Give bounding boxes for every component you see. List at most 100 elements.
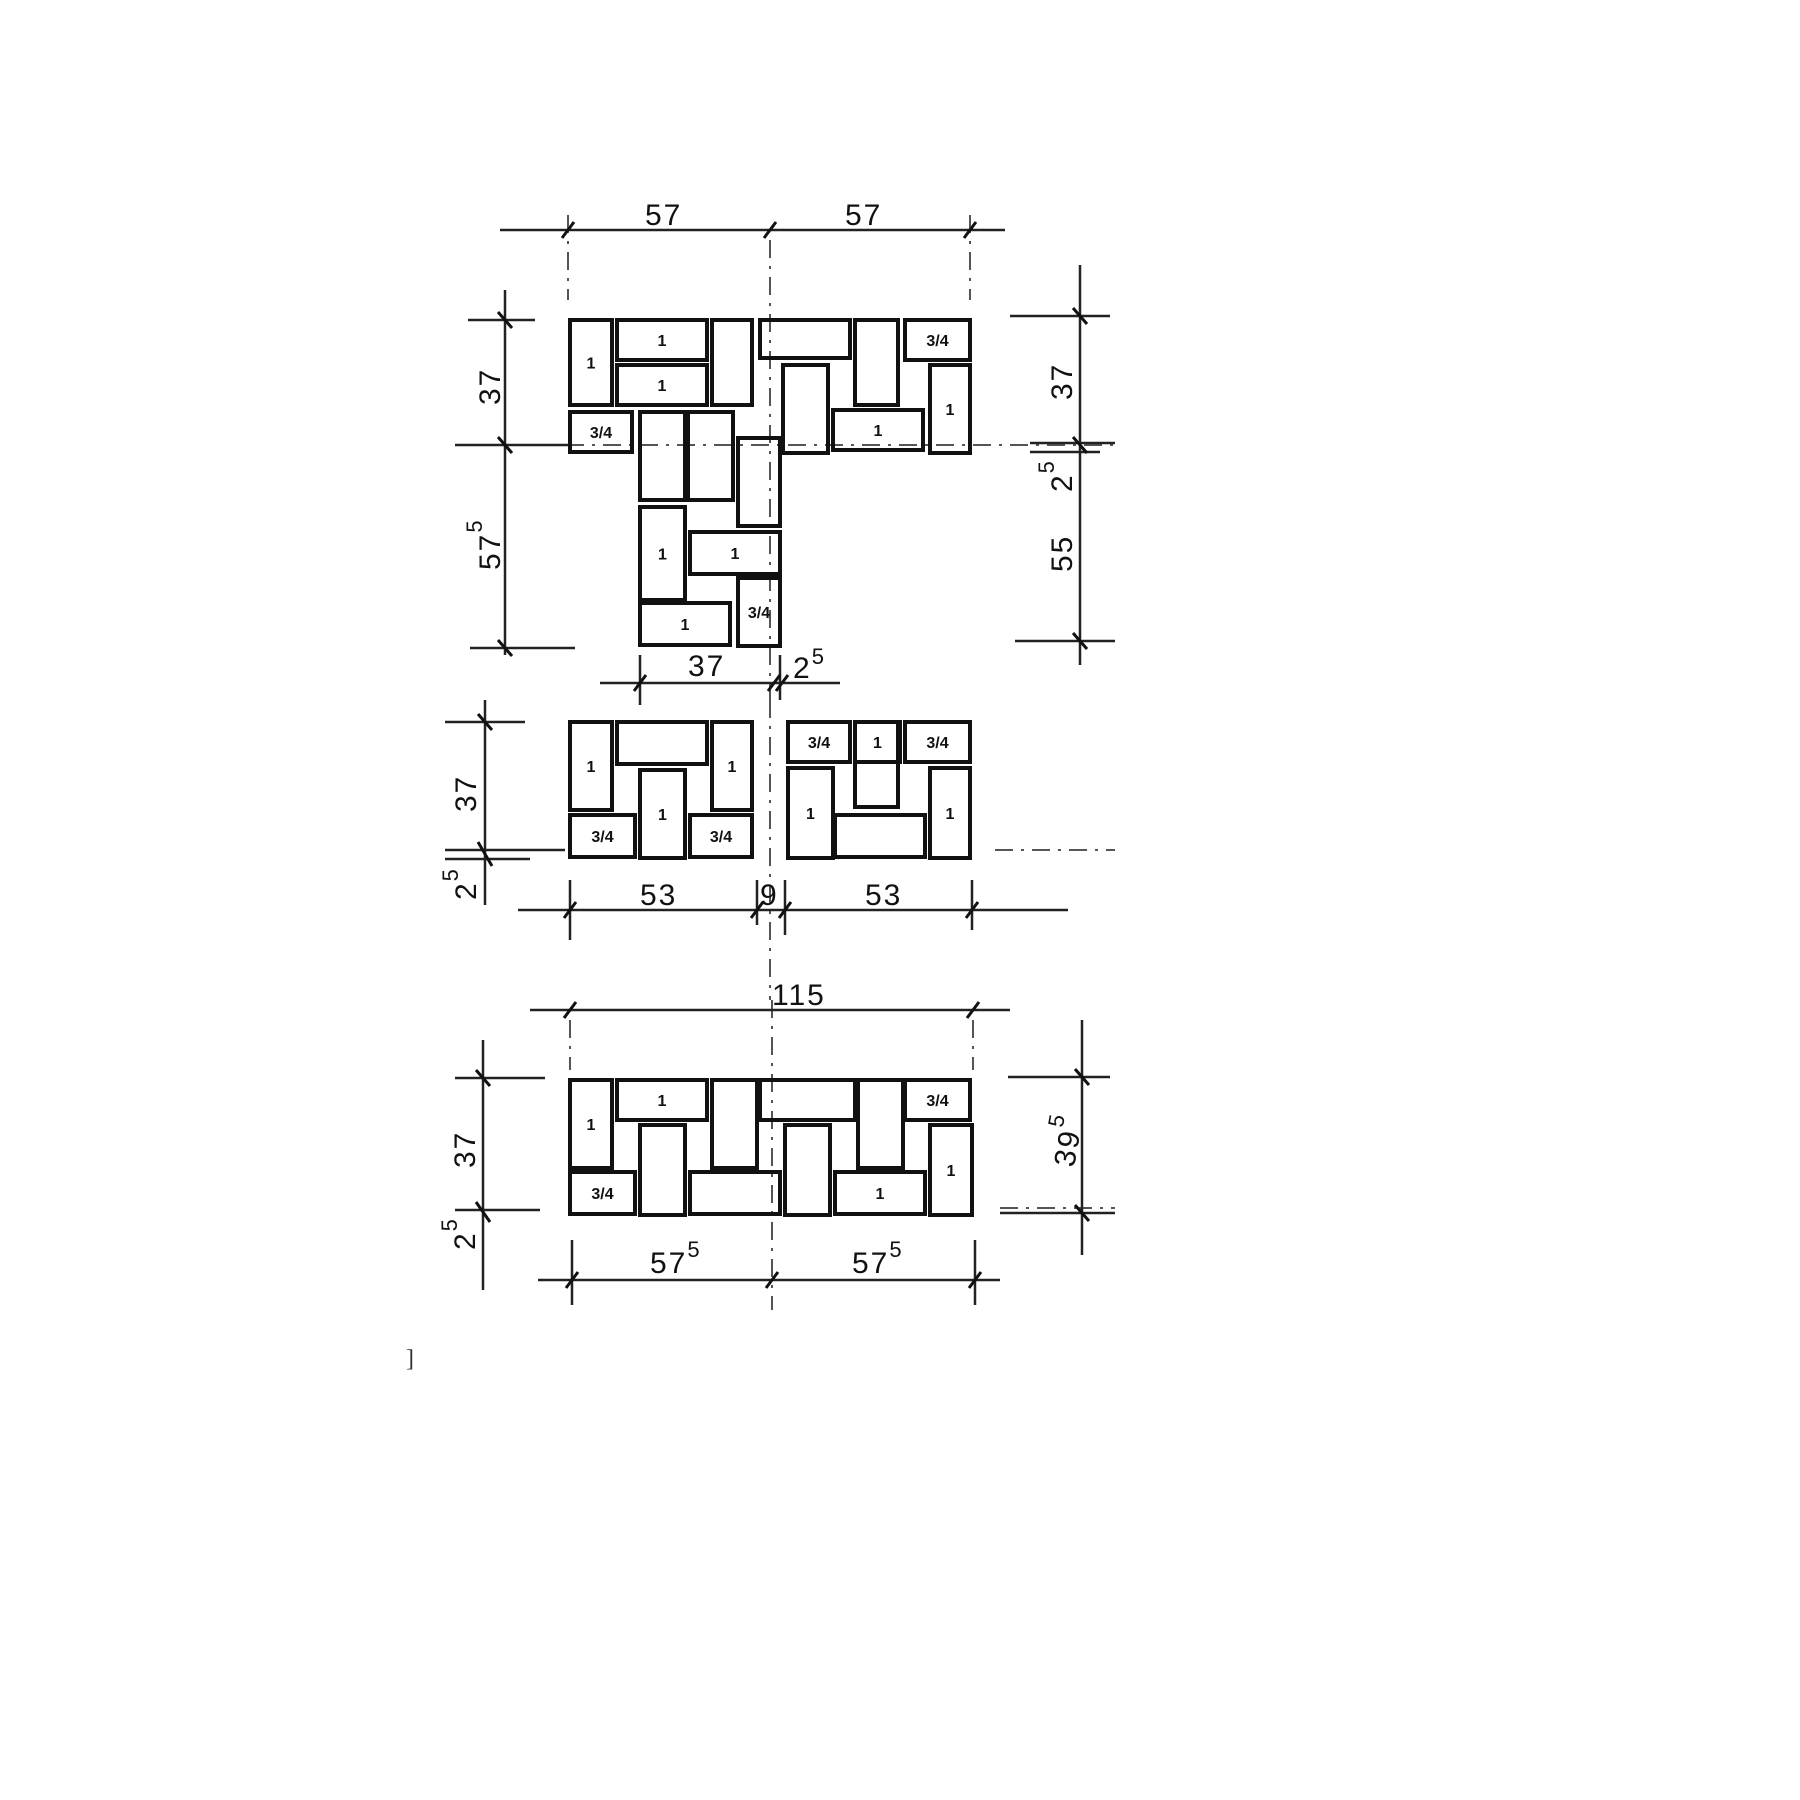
brick-size-label: 1: [873, 735, 882, 752]
brick: [615, 363, 709, 407]
top-dimension-lines: [455, 221, 1115, 705]
dim-bottom-gap-sup: 5: [437, 1217, 462, 1231]
brick: [853, 720, 900, 809]
brick: [568, 720, 614, 812]
brick-size-label: 3/4: [926, 333, 948, 350]
brick-size-label: 3/4: [748, 605, 770, 622]
brick: [568, 813, 637, 859]
brick: [928, 1123, 974, 1217]
dim-bottom-left-sup: 5: [687, 1237, 701, 1262]
brick: [833, 1170, 927, 1216]
dim-bottom-gap-sup: 5: [812, 644, 826, 669]
brick: [638, 410, 687, 502]
brick: [903, 720, 972, 764]
dim-bottom-gap-main: 2: [793, 652, 812, 685]
brick: [853, 318, 900, 407]
brick-size-label: 1: [806, 806, 815, 823]
dim-bottom-right-sup: 5: [1043, 1111, 1070, 1129]
dim-right-gap-main: 2: [1046, 473, 1079, 492]
brick: [568, 1078, 614, 1170]
brick: [710, 1078, 759, 1170]
dim-bottom-right-main: 39: [1048, 1127, 1087, 1170]
dim-top-right: 57: [845, 199, 882, 232]
top-plan-axes: [455, 215, 1115, 700]
brick: [710, 720, 754, 812]
stray-mark: ]: [406, 1346, 414, 1372]
dim-top-left: 57: [645, 199, 682, 232]
brick-size-label: 3/4: [926, 735, 948, 752]
brick: [688, 813, 754, 859]
brick: [638, 768, 687, 860]
dim-bottom-left-main: 57: [650, 1247, 687, 1280]
dim-right-gap-sup: 5: [1034, 459, 1059, 473]
brick-size-label: 3/4: [808, 735, 830, 752]
brick: [568, 410, 634, 454]
dim-left-lower-main: 57: [474, 533, 507, 570]
brick: [638, 601, 732, 647]
dim-right-upper: 37: [1046, 363, 1079, 400]
dim-left-lower: 575: [462, 518, 507, 570]
brick: [903, 1078, 972, 1122]
brick-size-label: 1: [731, 546, 740, 563]
brick: [758, 1078, 857, 1122]
brick-size-label: 1: [587, 1117, 596, 1134]
brick: [783, 1123, 832, 1217]
brick: [928, 363, 972, 455]
dim-bottom-gap: 25: [437, 1217, 482, 1250]
brick: [688, 530, 782, 576]
dim-bottom-right-height: 395: [1037, 1111, 1090, 1170]
brick: [568, 1170, 637, 1216]
dim-middle-bottom-middle: 9: [760, 879, 779, 912]
brick-size-label: 1: [587, 759, 596, 776]
brick-size-label: 1: [658, 547, 667, 564]
brick: [568, 318, 614, 407]
brick-size-label: 3/4: [926, 1093, 948, 1110]
brick-size-label: 1: [681, 617, 690, 634]
brick: [781, 363, 830, 455]
dim-left-lower-sup: 5: [462, 518, 487, 532]
brick: [928, 766, 972, 860]
dim-middle-gap-main: 2: [450, 881, 483, 900]
dim-middle-bottom-left: 53: [640, 879, 677, 912]
brick: [833, 813, 927, 859]
brick: [831, 408, 925, 452]
brick-size-label: 3/4: [590, 425, 612, 442]
brick-size-label: 3/4: [591, 1186, 613, 1203]
brick-size-label: 1: [946, 806, 955, 823]
dim-middle-gap-sup: 5: [438, 867, 463, 881]
dim-middle-height: 37: [450, 775, 483, 812]
brick: [758, 318, 852, 360]
dim-middle-bottom-right: 53: [865, 879, 902, 912]
brick-size-label: 1: [874, 423, 883, 440]
dim-bottom-right-width-sup: 5: [889, 1237, 903, 1262]
brick-size-label: 1: [658, 807, 667, 824]
brick: [736, 576, 782, 648]
brick: [710, 318, 754, 407]
top-plan: 57 57 37 575 37 25 55 37 25 1113/4113/41…: [455, 199, 1115, 705]
dim-bottom-left-width: 575: [650, 1237, 702, 1280]
middle-dimension-lines: [445, 700, 1068, 940]
brick-size-label: 3/4: [591, 829, 613, 846]
brick-size-label: 1: [587, 356, 596, 373]
bottom-dimension-lines: [455, 1001, 1115, 1305]
dim-total-width: 115: [772, 979, 826, 1012]
brick-size-label: 1: [947, 1163, 956, 1180]
brick: [615, 720, 709, 766]
brick: [615, 1078, 709, 1122]
brick: [856, 1078, 905, 1170]
brick-size-label: 1: [658, 378, 667, 395]
brick: [615, 318, 709, 362]
dim-right-lower: 55: [1046, 535, 1079, 572]
brick: [903, 318, 972, 362]
brick-size-label: 3/4: [710, 829, 732, 846]
brick-size-label: 1: [876, 1186, 885, 1203]
brick: [736, 436, 782, 528]
dim-bottom-right-width: 575: [852, 1237, 904, 1280]
dim-middle-gap: 25: [438, 867, 483, 900]
